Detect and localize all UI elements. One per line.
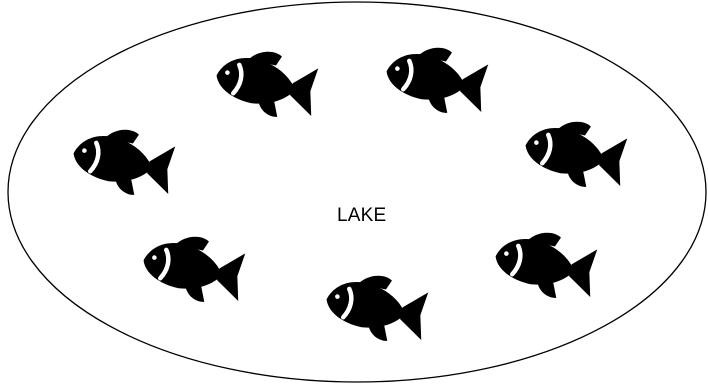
fish-icon: [68, 120, 180, 203]
fish-icon: [490, 223, 602, 306]
lake-label: LAKE: [337, 205, 386, 227]
fish-icon: [211, 42, 323, 125]
fish-icon: [381, 38, 493, 121]
fish-icon: [520, 112, 632, 195]
fish-icon: [138, 227, 250, 310]
fish-icon: [321, 266, 433, 349]
